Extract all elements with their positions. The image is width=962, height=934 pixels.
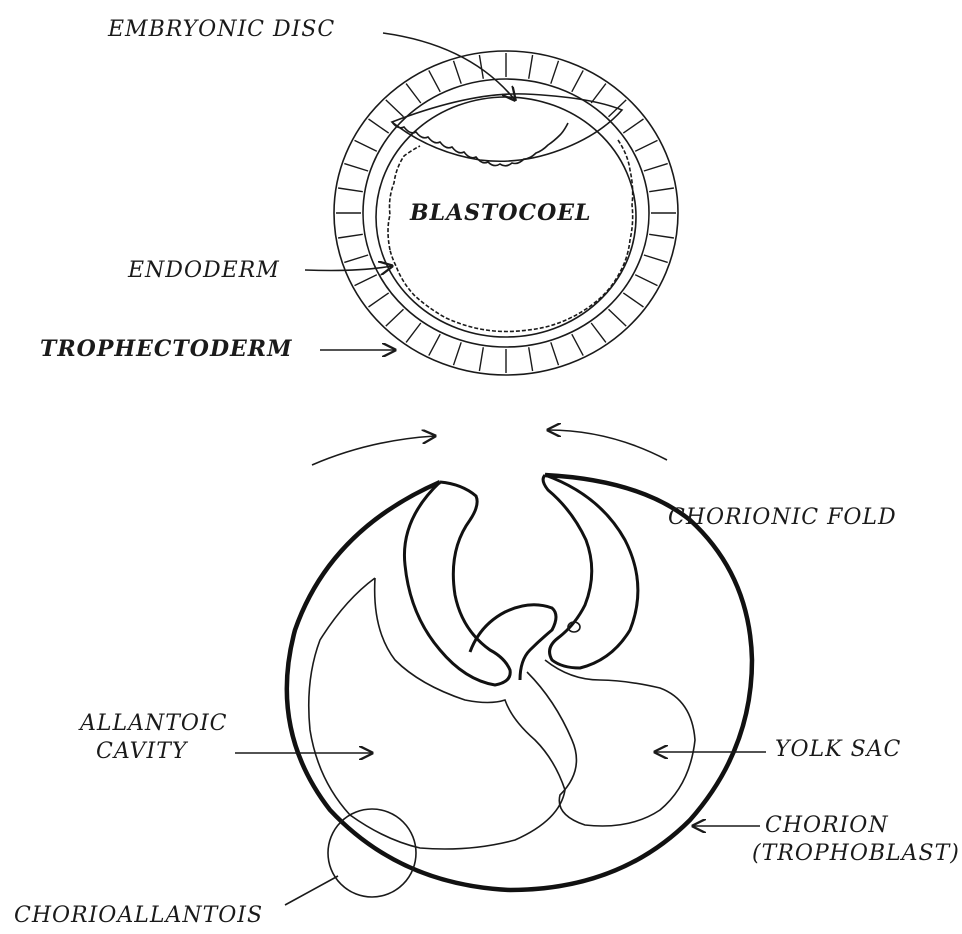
trophectoderm-label: TROPHECTODERM	[40, 336, 292, 362]
trophectoderm-cell-boundary	[623, 119, 643, 133]
trophectoderm-cell-boundary	[338, 188, 363, 192]
allantoic-cavity-label-2: CAVITY	[96, 739, 189, 764]
embryonic-disc	[392, 94, 622, 161]
trophectoderm-cell-boundary	[479, 55, 483, 79]
chorioallantois-label: CHORIOALLANTOIS	[14, 903, 263, 928]
trophectoderm-cell-boundary	[551, 61, 559, 84]
trophectoderm-cell-boundary	[635, 275, 657, 286]
trophectoderm-cell-boundary	[429, 70, 440, 91]
trophectoderm-cell-boundary	[591, 323, 606, 342]
trophectoderm-cell-boundary	[635, 140, 657, 151]
endoderm-label: ENDODERM	[127, 258, 280, 283]
chorionic-fold-label: CHORIONIC FOLD	[668, 505, 897, 530]
trophectoderm-cell-boundary	[479, 347, 483, 371]
trophectoderm-cell-boundary	[649, 234, 674, 238]
trophectoderm-cell-boundary	[649, 188, 674, 192]
chorionic-fold-left	[404, 482, 510, 685]
trophectoderm-cell-boundary	[355, 140, 377, 151]
trophectoderm-cell-boundary	[369, 293, 389, 307]
trophectoderm-cell-boundary	[355, 275, 377, 286]
trophectoderm-cell-boundary	[644, 255, 668, 262]
trophectoderm-cell-boundary	[572, 70, 583, 91]
trophectoderm-cell-boundary	[644, 164, 668, 171]
trophectoderm-cell-boundary	[369, 119, 389, 133]
trophectoderm-cell-boundary	[454, 342, 462, 365]
chorion-label-1: CHORION	[765, 813, 889, 838]
trophectoderm-cell-boundary	[609, 309, 627, 326]
amnion-formation: CHORIONIC FOLD ALLANTOIC CAVITY YOLK SAC…	[14, 475, 960, 928]
trophectoderm-cell-boundary	[529, 347, 533, 371]
trophectoderm-cell-boundary	[591, 84, 606, 103]
fold-arrow-right-icon	[548, 430, 667, 460]
allantoic-cavity	[309, 578, 565, 849]
allantoic-cavity-label-1: ALLANTOIC	[78, 711, 227, 736]
trophectoderm-cell-boundary	[344, 255, 368, 262]
blastocyst: BLASTOCOEL EMBRYONIC DISC ENDODERM TROPH…	[40, 17, 678, 375]
trophectoderm-cell-boundary	[454, 61, 462, 84]
trophectoderm-cell-boundary	[623, 293, 643, 307]
trophectoderm-cell-boundary	[386, 100, 404, 117]
trophectoderm-cell-boundary	[406, 323, 421, 342]
blastocoel-label: BLASTOCOEL	[409, 200, 591, 226]
trophectoderm-cell-boundary	[529, 55, 533, 79]
trophectoderm-cell-boundary	[551, 342, 559, 365]
trophectoderm-cell-boundary	[429, 334, 440, 355]
chorioallantois-pointer-line	[285, 876, 338, 905]
chorion-outer	[287, 475, 752, 890]
embryonic-disc-label: EMBRYONIC DISC	[107, 17, 335, 42]
yolk-sac	[527, 660, 695, 826]
trophectoderm-cell-boundary	[406, 84, 421, 103]
trophectoderm-cell-boundary	[338, 234, 363, 238]
trophectoderm-cell-boundary	[572, 334, 583, 355]
trophectoderm-cell-boundary	[386, 309, 404, 326]
chorion-label-2: (TROPHOBLAST)	[752, 841, 960, 866]
endoderm-arrow-icon	[305, 266, 392, 271]
chorioallantois-circle	[328, 809, 416, 897]
fold-arrow-left-icon	[312, 436, 435, 465]
yolk-sac-label: YOLK SAC	[775, 737, 901, 762]
trophectoderm-cell-boundary	[344, 164, 368, 171]
chorionic-fold-right	[543, 475, 638, 668]
